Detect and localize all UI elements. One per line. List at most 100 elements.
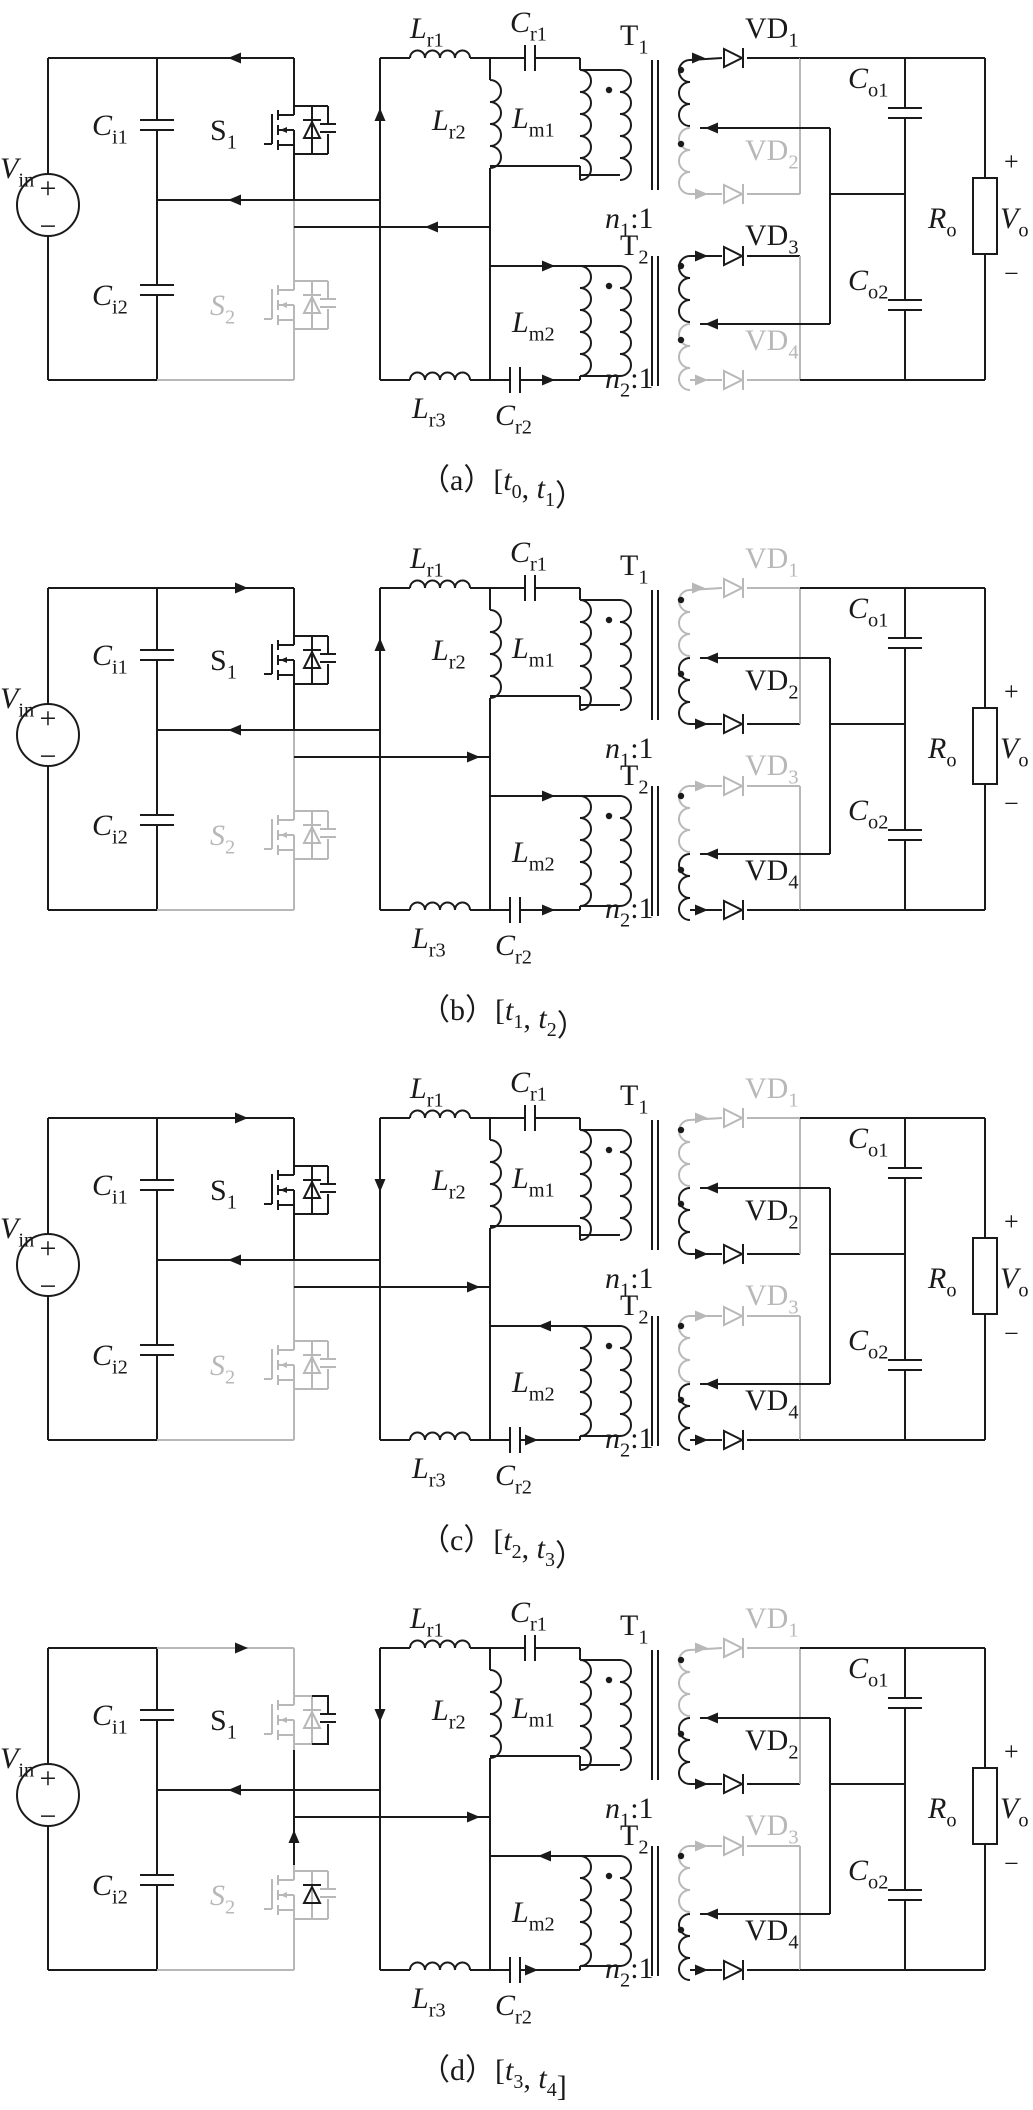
label-co2: Co2 (848, 794, 888, 833)
current-arrow-sec4 (695, 904, 708, 916)
diode-vd4 (723, 369, 745, 391)
label-vin: Vin (0, 152, 34, 191)
current-arrow-t2 (542, 260, 555, 272)
capacitor-co2 (888, 1359, 922, 1371)
current-arrow-sec1 (692, 52, 705, 64)
body-arrow (280, 832, 287, 838)
panel-caption-a: （a）[t0, t1） (420, 464, 585, 513)
cap-lead (312, 1695, 329, 1714)
label-cr1: Cr1 (510, 536, 547, 575)
current-arrow-lower (467, 751, 480, 763)
polarity-dot-t1-lower (677, 1200, 685, 1208)
label-ro: Ro (927, 1262, 957, 1301)
current-arrow-t2 (542, 790, 555, 802)
label-lr2: Lr2 (431, 1694, 466, 1733)
diode-triangle (723, 1429, 745, 1451)
secondary-t1-lower (678, 1187, 691, 1255)
diode-triangle (723, 1637, 745, 1659)
source-minus: − (40, 210, 57, 243)
label-s2: S2 (210, 1879, 235, 1918)
diode-triangle (723, 1959, 745, 1981)
label-vd3: VD3 (745, 219, 799, 258)
current-arrow-ct1 (705, 1182, 718, 1194)
body-box (294, 1165, 313, 1215)
label-cr2: Cr2 (495, 1989, 532, 2028)
source-plus: + (40, 1762, 57, 1795)
polarity-dot-t1-upper (677, 66, 685, 74)
diode-triangle (723, 577, 745, 599)
magnetizing-lm1 (579, 599, 592, 711)
secondary-t1-lower (678, 1717, 691, 1785)
diode-vd1 (723, 1107, 745, 1129)
diode-triangle (723, 1835, 745, 1857)
cap-lead (312, 1724, 329, 1745)
secondary-t1-lower (678, 657, 691, 725)
polarity-dot-t2-primary (605, 1872, 613, 1880)
mosfet-s1 (264, 630, 336, 690)
label-vd3: VD3 (745, 1809, 799, 1848)
polarity-dot-t1-lower (677, 1730, 685, 1738)
magnetizing-lm2 (579, 265, 592, 377)
source-plus: + (40, 702, 57, 735)
primary-t1 (619, 1129, 632, 1241)
capacitor-co2 (888, 299, 922, 311)
diode-vd2 (723, 183, 745, 205)
mosfet-s1 (264, 1690, 336, 1750)
current-arrow-sec4 (695, 1964, 708, 1976)
label-ci2: Ci2 (92, 1339, 128, 1378)
label-ci1: Ci1 (92, 639, 128, 678)
label-lr3: Lr3 (411, 922, 446, 961)
polarity-dot-t2-upper (677, 1322, 685, 1330)
label-s2: S2 (210, 289, 235, 328)
secondary-t2-lower (678, 323, 691, 391)
current-arrow-sec3 (695, 250, 708, 262)
label-ro: Ro (927, 732, 957, 771)
label-n2: n2:1 (605, 1422, 654, 1461)
label-lr2: Lr2 (431, 1164, 466, 1203)
source-plus: + (40, 172, 57, 205)
current-arrow-sec4 (695, 1434, 708, 1446)
label-co1: Co1 (848, 1122, 888, 1161)
current-arrow-ct2 (705, 1908, 718, 1920)
label-n2: n2:1 (605, 362, 654, 401)
label-vd4: VD4 (745, 1384, 799, 1423)
label-n2: n2:1 (605, 892, 654, 931)
current-arrow-sec1 (692, 582, 705, 594)
body-arrow (280, 302, 287, 308)
current-arrow-mid (228, 1784, 241, 1796)
mosfet-s2 (264, 1865, 336, 1925)
body-box (294, 1340, 313, 1390)
current-arrow-mid (228, 194, 241, 206)
polarity-dot-t2-primary (605, 1342, 613, 1350)
capacitor-cr2 (509, 897, 521, 923)
body-box (294, 635, 313, 685)
label-lm1: Lm1 (511, 102, 555, 141)
capacitor-co1 (888, 1697, 922, 1709)
label-s1: S1 (210, 114, 237, 153)
capacitor-cr1 (524, 1635, 536, 1661)
current-arrow-sec1 (695, 1642, 708, 1654)
label-vin: Vin (0, 1742, 34, 1781)
label-t1: T1 (620, 19, 649, 58)
label-co2: Co2 (848, 1854, 888, 1893)
source-minus: − (40, 740, 57, 773)
body-box (294, 1870, 313, 1920)
label-ci2: Ci2 (92, 279, 128, 318)
primary-t2 (619, 1325, 632, 1437)
resistor-ro (972, 1767, 998, 1845)
label-co1: Co1 (848, 62, 888, 101)
mosfet-s2 (264, 275, 336, 335)
magnetizing-lm2 (579, 1325, 592, 1437)
current-arrow-lower (467, 1811, 480, 1823)
polarity-dot-t1-lower (677, 140, 685, 148)
label-vo: Vo (1000, 202, 1029, 241)
body-box (294, 810, 313, 860)
current-arrow-sec2 (695, 1778, 708, 1790)
label-t2: T2 (620, 759, 649, 798)
inductor-lr3 (409, 901, 471, 911)
diode-triangle (723, 1243, 745, 1265)
capacitor-ci2 (140, 1344, 174, 1356)
